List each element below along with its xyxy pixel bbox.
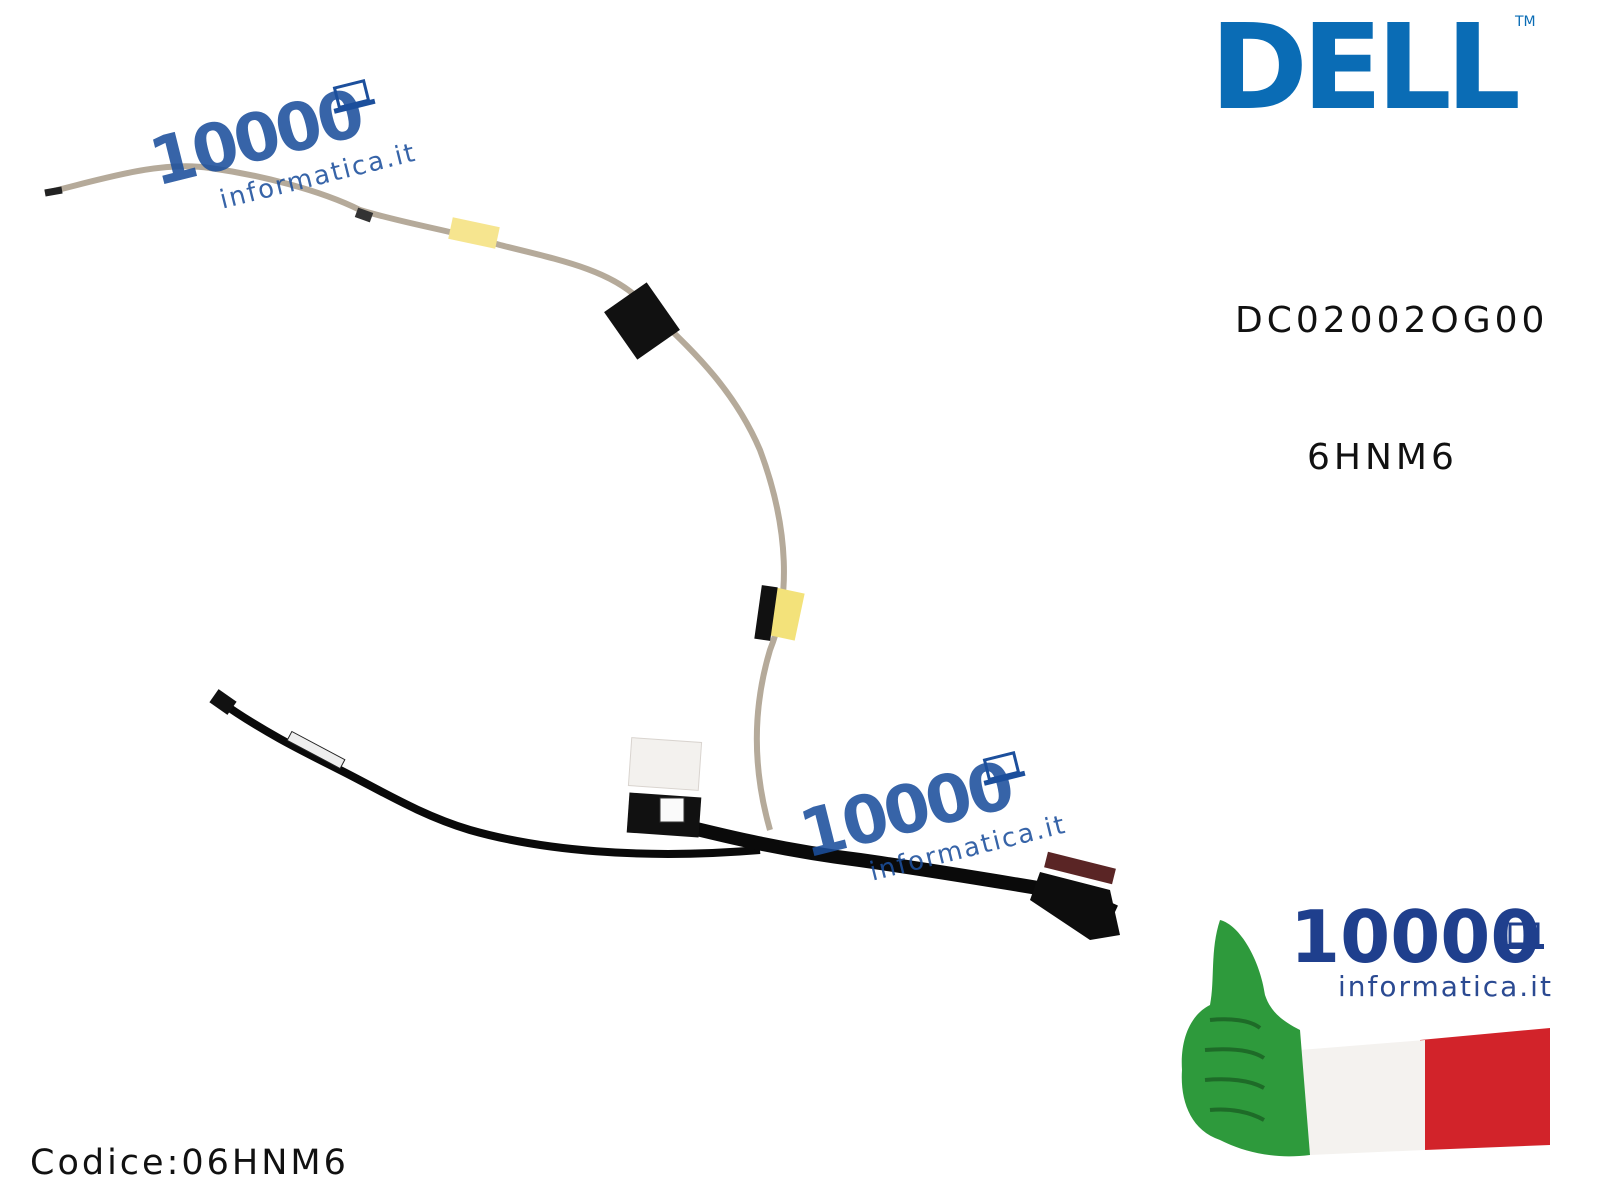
black-cable-lower [215, 696, 761, 858]
laptop-icon [1504, 922, 1544, 949]
watermark-top: 10000 informatica.it [142, 75, 420, 216]
tape-black-2 [754, 585, 778, 641]
part-number-primary: DC02002OG00 [1235, 300, 1549, 341]
dell-logo-text: DELL [1210, 8, 1518, 118]
brand-badge: 10000 informatica.it [1181, 900, 1553, 1157]
part-number-secondary: 6HNM6 [1307, 437, 1458, 478]
badge-digits: 10000 [1290, 900, 1541, 979]
badge-site: informatica.it [1338, 970, 1553, 1003]
tape-clip-1 [354, 207, 374, 223]
product-code: Codice:06HNM6 [30, 1143, 349, 1183]
dell-logo: DELL TM [1210, 8, 1536, 118]
laptop-icon [982, 750, 1026, 786]
qr-label [659, 797, 685, 823]
connector-right-pins [1044, 851, 1116, 885]
trademark-symbol: TM [1514, 14, 1536, 30]
grey-cable-end [44, 186, 63, 197]
connector-right [1030, 872, 1120, 940]
flag-white [1300, 1040, 1425, 1155]
grey-cable [44, 163, 787, 831]
connector-left [209, 689, 237, 715]
tape-yellow-1 [448, 217, 500, 249]
connector-sleeve [286, 730, 346, 770]
watermark-bottom: 10000 informatica.it [792, 747, 1070, 888]
tape-black-1 [604, 282, 680, 360]
thumbs-up-icon [1181, 920, 1310, 1157]
flag-red [1420, 1028, 1550, 1150]
laptop-icon [332, 78, 376, 114]
paper-label [627, 737, 703, 791]
